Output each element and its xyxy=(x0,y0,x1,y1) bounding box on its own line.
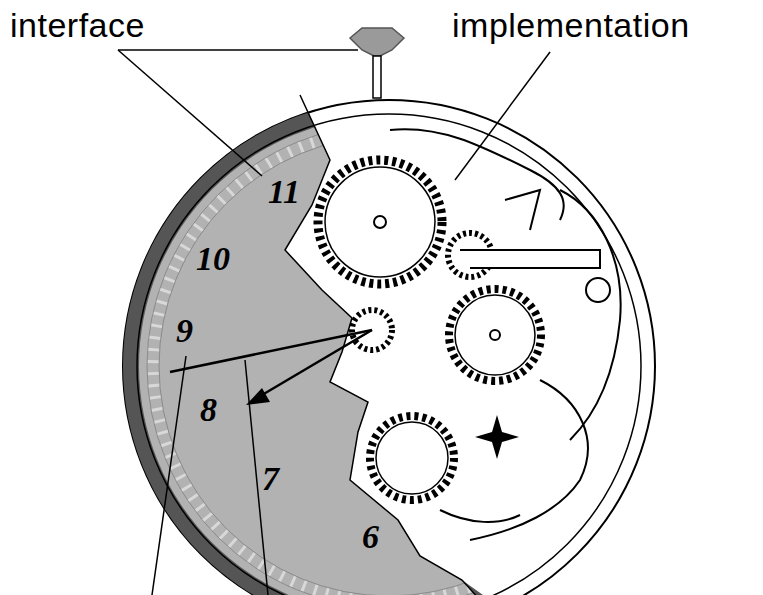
dial-face xyxy=(139,116,639,595)
inner-rim xyxy=(137,114,641,595)
bridge xyxy=(560,190,621,440)
click xyxy=(505,190,540,230)
dial-number: 9 xyxy=(176,314,193,348)
tick-ring xyxy=(147,124,631,595)
gear-axle xyxy=(490,330,500,340)
gear xyxy=(376,422,448,494)
dial-number: 7 xyxy=(262,462,279,496)
dial-number: 6 xyxy=(362,520,379,554)
leader-line xyxy=(118,49,358,51)
pivot xyxy=(586,278,610,302)
hour-hand xyxy=(262,330,372,395)
spring xyxy=(470,380,588,540)
leader-line xyxy=(118,50,262,176)
leader-line xyxy=(152,356,186,595)
minute-hand xyxy=(170,330,372,372)
bridge xyxy=(440,510,520,522)
stem xyxy=(373,56,381,98)
leader-line xyxy=(455,52,550,180)
gear xyxy=(325,167,435,277)
bridge xyxy=(390,129,564,220)
balance-star xyxy=(475,415,519,459)
minute-ticks xyxy=(153,130,625,595)
case-rim xyxy=(123,100,655,595)
gear xyxy=(318,160,442,284)
implementation-label: implementation xyxy=(452,8,690,42)
gear xyxy=(449,289,541,381)
interface-label: interface xyxy=(10,8,145,42)
watch-case xyxy=(123,100,655,595)
dial-number: 8 xyxy=(200,393,217,427)
gear xyxy=(455,295,535,375)
dial-number: 10 xyxy=(196,242,230,276)
gear xyxy=(370,416,454,500)
crown xyxy=(350,28,404,56)
dial-number: 11 xyxy=(268,175,300,209)
tick-ring xyxy=(159,136,619,595)
gear-axle xyxy=(374,216,386,228)
lever xyxy=(460,250,600,268)
